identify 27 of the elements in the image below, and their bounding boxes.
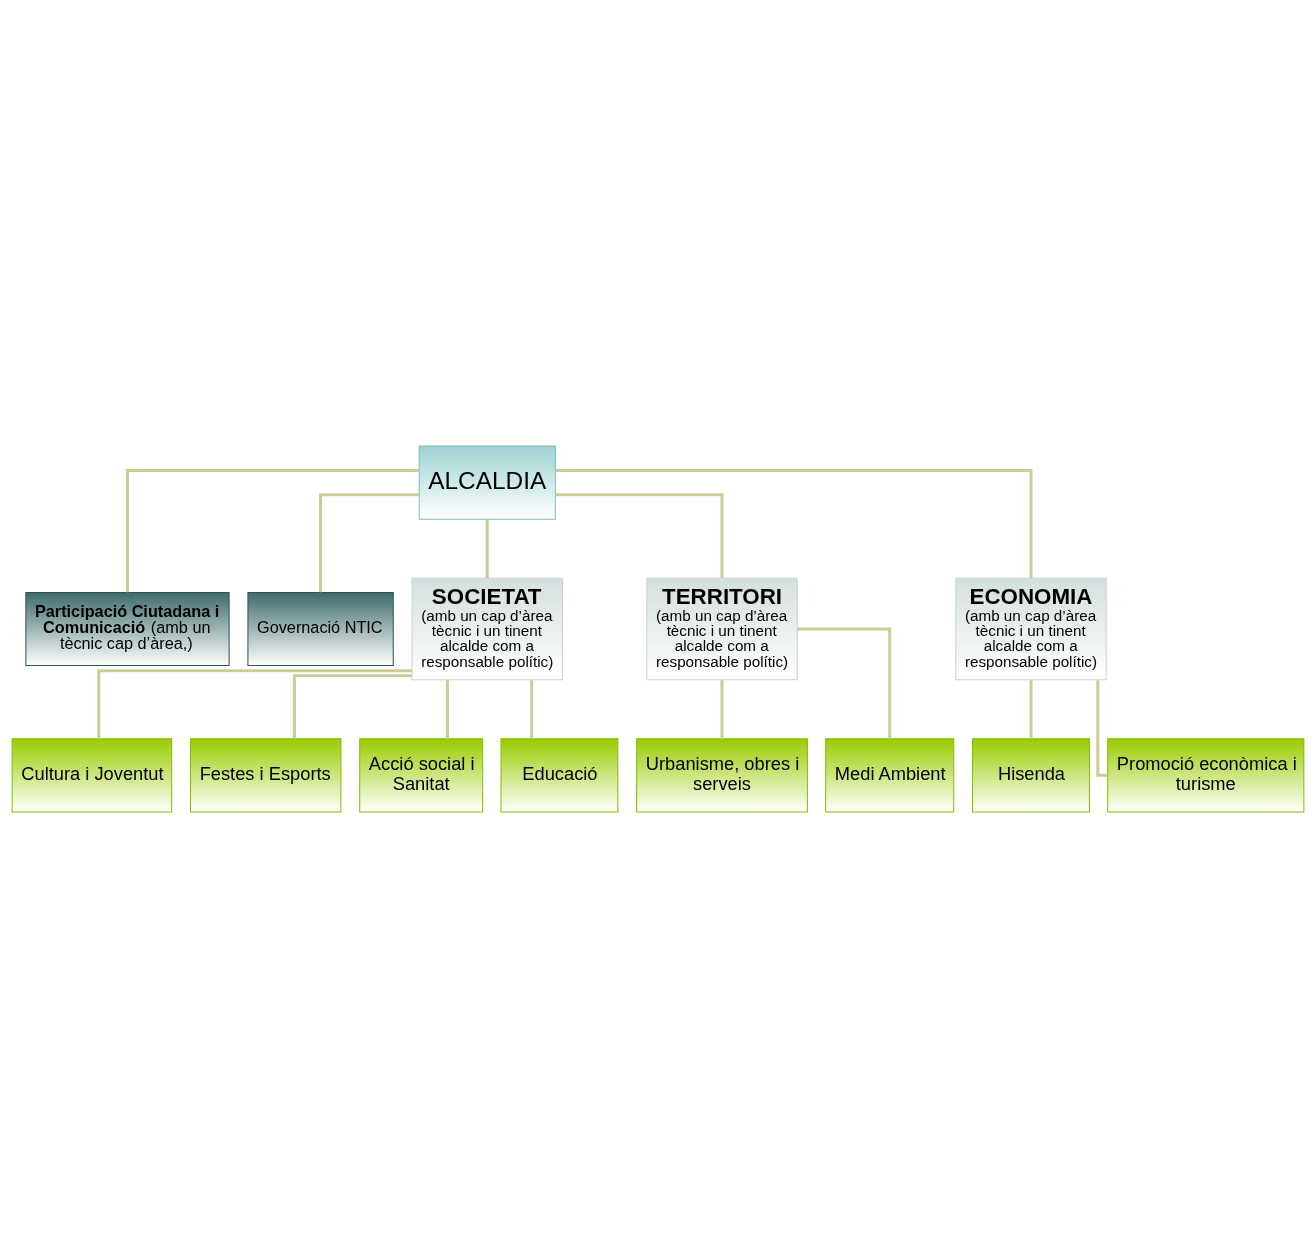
node-box: Acció social i Sanitat xyxy=(359,737,484,812)
connector xyxy=(445,679,449,739)
node-box: Participació Ciutadana i Comunicació (amb un tècnic cap d’àrea,) xyxy=(25,591,230,666)
connector xyxy=(319,492,419,592)
connector xyxy=(555,492,724,578)
connector xyxy=(292,673,412,739)
node-box: Festes i Esports xyxy=(190,737,342,812)
connector xyxy=(1029,679,1033,739)
connector xyxy=(720,679,724,739)
connector xyxy=(97,668,412,739)
node-box: SOCIETAT (amb un cap d’àrea tècnic i un tinent alcalde com a responsable polític) xyxy=(411,577,563,680)
connector xyxy=(555,468,1033,578)
connector xyxy=(530,679,534,739)
node-box: ALCALDIA xyxy=(418,445,556,520)
connector xyxy=(125,468,420,592)
node-box: Urbanisme, obres i serveis xyxy=(636,737,808,812)
node-box: Promoció econòmica i turisme xyxy=(1107,737,1305,812)
connector xyxy=(1096,679,1108,777)
node-box: ECONOMIA (amb un cap d’àrea tècnic i un tinent alcalde com a responsable polític) xyxy=(955,577,1107,680)
connector xyxy=(797,626,892,738)
node-box: Governació NTIC xyxy=(247,591,394,666)
node-box: Medi Ambient xyxy=(825,737,955,812)
node-box: Educació xyxy=(500,737,619,812)
node-box: Hisenda xyxy=(972,737,1090,812)
node-box: TERRITORI (amb un cap d’àrea tècnic i un tinent alcalde com a responsable polític) xyxy=(646,577,798,680)
node-box: Cultura i Joventut xyxy=(11,737,173,812)
connector xyxy=(485,519,489,578)
